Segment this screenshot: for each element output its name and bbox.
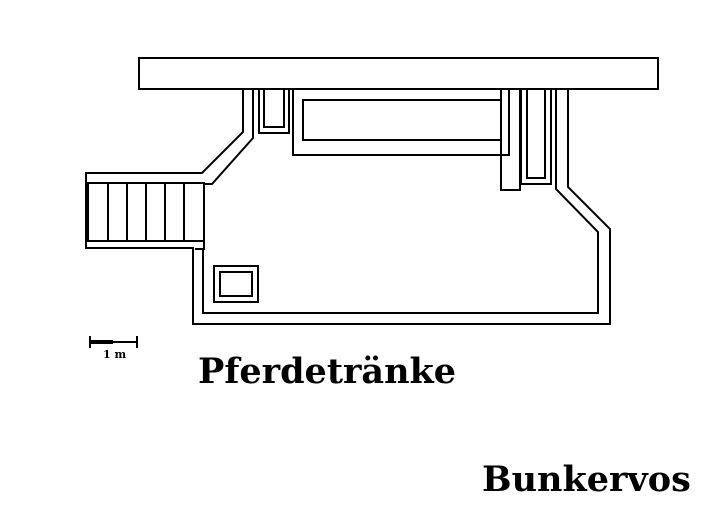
long-trough-outer xyxy=(292,89,510,156)
drawing-title: Pferdetränke xyxy=(198,351,457,392)
right-channel-core xyxy=(526,88,546,179)
scale-label: 1 m xyxy=(103,348,127,361)
small-basin-inner xyxy=(263,88,285,128)
scale-bar-solid xyxy=(90,340,113,344)
trough-outer-wall xyxy=(85,89,611,325)
scale-bar xyxy=(89,336,138,348)
steps xyxy=(87,182,205,242)
trough-inner-wall xyxy=(195,89,599,314)
top-beam xyxy=(138,57,659,90)
right-channel-outer xyxy=(500,89,521,191)
long-trough-inner xyxy=(302,99,502,141)
square-basin-inner xyxy=(219,271,253,297)
site-name: Bunkervos xyxy=(482,459,691,500)
square-basin-outer xyxy=(213,265,259,303)
right-channel-inner xyxy=(520,88,552,185)
